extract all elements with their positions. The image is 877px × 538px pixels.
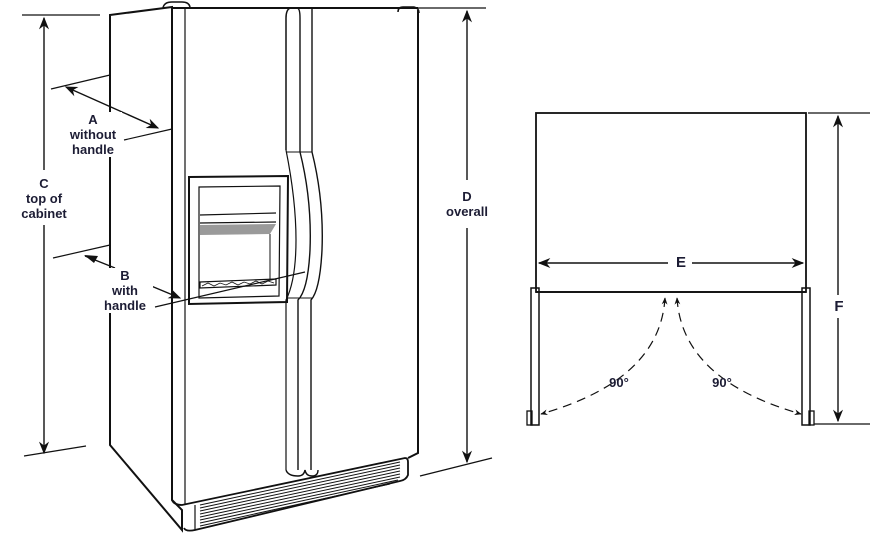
angle-left-value: 90° <box>609 375 629 390</box>
label-e-letter: E <box>675 254 686 271</box>
label-d-letter: D <box>462 189 472 204</box>
label-a-line1: without <box>69 127 117 142</box>
angle-right-value: 90° <box>712 375 732 390</box>
label-b-line1: with <box>112 283 138 298</box>
label-a: A without handle <box>64 112 122 157</box>
dimension-f <box>808 112 870 425</box>
label-d-line1: overall <box>446 204 488 219</box>
label-f: F <box>831 299 847 314</box>
label-a-line2: handle <box>72 142 114 157</box>
water-ice-dispenser <box>188 174 290 306</box>
label-c: C top of cabinet <box>14 176 74 221</box>
dimension-d <box>416 7 493 477</box>
fridge-top-view-drawing <box>526 112 815 426</box>
label-d: D overall <box>440 189 494 219</box>
fridge-perspective-drawing <box>109 1 420 533</box>
label-c-line2: cabinet <box>21 206 67 221</box>
base-grille <box>171 457 409 532</box>
label-b: B with handle <box>97 268 153 313</box>
dimension-a <box>50 74 173 141</box>
dimension-c <box>22 14 100 457</box>
label-a-letter: A <box>88 112 98 127</box>
label-c-line1: top of <box>25 191 63 206</box>
label-b-letter: B <box>120 268 130 283</box>
label-c-letter: C <box>39 176 49 191</box>
label-angle-left: 90° <box>604 375 634 390</box>
label-angle-right: 90° <box>707 375 737 390</box>
label-e: E <box>672 255 690 270</box>
dimension-b <box>52 244 306 308</box>
label-b-line2: handle <box>104 298 146 313</box>
label-f-letter: F <box>834 298 844 315</box>
